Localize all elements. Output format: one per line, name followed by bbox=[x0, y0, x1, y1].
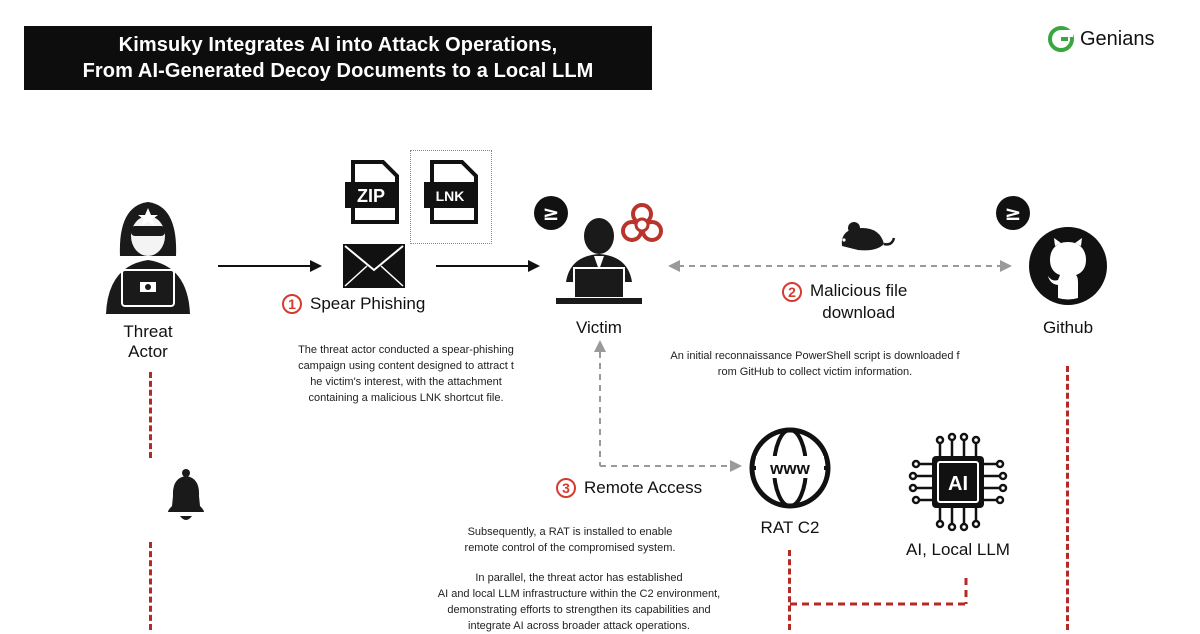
malware-mouse-icon bbox=[841, 222, 896, 251]
threat-actor-label-line2: Actor bbox=[128, 342, 168, 361]
brand-name: Genians bbox=[1080, 27, 1155, 50]
www-label: www bbox=[769, 459, 810, 478]
actor-timeline-line-upper bbox=[149, 372, 152, 458]
rat-c2-timeline-line bbox=[788, 550, 791, 630]
powershell-terminal-icon: ≥ bbox=[996, 196, 1030, 230]
desc3-line1: Subsequently, a RAT is installed to enab… bbox=[467, 526, 673, 538]
github-icon bbox=[1029, 227, 1107, 305]
genians-logo-icon bbox=[1048, 26, 1074, 52]
ai-label: AI bbox=[948, 473, 968, 495]
bell-icon bbox=[168, 469, 204, 520]
diagram-title: Kimsuky Integrates AI into Attack Operat… bbox=[24, 26, 652, 90]
step-2-malicious-download: 2 Malicious file download bbox=[782, 280, 907, 324]
zip-label: ZIP bbox=[357, 186, 385, 206]
description-ai-infrastructure: In parallel, the threat actor has establ… bbox=[384, 570, 774, 634]
threat-actor-label-line1: Threat bbox=[123, 322, 173, 341]
zip-file-icon: ZIP bbox=[345, 160, 399, 224]
arrow-actor-to-email bbox=[218, 260, 322, 272]
github-timeline-line bbox=[1066, 366, 1069, 630]
biohazard-icon bbox=[621, 203, 663, 242]
arrow-rat-to-victim bbox=[594, 340, 742, 472]
email-envelope-icon bbox=[343, 244, 405, 288]
arrow-email-to-victim bbox=[436, 260, 540, 272]
title-line-2: From AI-Generated Decoy Documents to a L… bbox=[82, 60, 594, 82]
step-1-label: Spear Phishing bbox=[310, 294, 426, 313]
rat-c2-label: RAT C2 bbox=[760, 518, 820, 537]
desc4-line1: In parallel, the threat actor has establ… bbox=[475, 572, 683, 584]
step-1-number: 1 bbox=[282, 294, 302, 314]
ai-chip-icon: AI bbox=[908, 432, 1008, 532]
threat-actor-label: Threat Actor bbox=[100, 322, 196, 362]
description-spear-phishing: The threat actor conducted a spear-phish… bbox=[256, 342, 556, 406]
lnk-attachment-box bbox=[410, 150, 492, 244]
victim-user-icon bbox=[556, 218, 642, 304]
step-1-spear-phishing: 1 Spear Phishing bbox=[282, 294, 425, 314]
lnk-label: LNK bbox=[436, 188, 465, 204]
github-label: Github bbox=[1042, 318, 1094, 337]
connector-rat-ai bbox=[790, 578, 968, 606]
arrow-victim-github-download bbox=[668, 260, 1012, 272]
title-line-1: Kimsuky Integrates AI into Attack Operat… bbox=[118, 34, 558, 56]
desc4-line3: demonstrating efforts to strengthen its … bbox=[447, 604, 711, 616]
genians-logo: Genians bbox=[1048, 24, 1155, 54]
desc4-line2: AI and local LLM infrastructure within t… bbox=[437, 588, 721, 600]
ai-local-llm-label: AI, Local LLM bbox=[906, 540, 1010, 559]
terminal-glyph-github: ≥ bbox=[1005, 201, 1022, 225]
step-3-label: Remote Access bbox=[584, 478, 703, 497]
terminal-glyph-victim: ≥ bbox=[543, 201, 560, 225]
step-2-label-line2: download bbox=[822, 303, 896, 322]
description-github-download: An initial reconnaissance PowerShell scr… bbox=[620, 348, 1010, 380]
step-2-number: 2 bbox=[782, 282, 802, 302]
step-3-remote-access: 3 Remote Access bbox=[556, 478, 702, 498]
desc3-line2: remote control of the compromised system… bbox=[464, 542, 676, 554]
desc4-line4: integrate AI across broader attack opera… bbox=[468, 620, 690, 632]
victim-label: Victim bbox=[576, 318, 622, 337]
desc2-line1: An initial reconnaissance PowerShell scr… bbox=[670, 350, 960, 362]
powershell-terminal-icon: ≥ bbox=[534, 196, 568, 230]
actor-timeline-line-lower bbox=[149, 542, 152, 630]
description-rat-install: Subsequently, a RAT is installed to enab… bbox=[420, 524, 720, 556]
lnk-file-icon: LNK bbox=[424, 160, 478, 224]
desc1-line3: he victim's interest, with the attachmen… bbox=[310, 376, 502, 388]
desc2-line2: rom GitHub to collect victim information… bbox=[717, 366, 913, 378]
step-3-number: 3 bbox=[556, 478, 576, 498]
hacker-icon bbox=[106, 202, 190, 314]
desc1-line2: campaign using content designed to attra… bbox=[298, 360, 514, 372]
globe-www-icon: www bbox=[749, 427, 831, 509]
step-2-label-line1: Malicious file bbox=[810, 281, 908, 300]
desc1-line1: The threat actor conducted a spear-phish… bbox=[298, 344, 514, 356]
desc1-line4: containing a malicious LNK shortcut file… bbox=[308, 392, 504, 404]
